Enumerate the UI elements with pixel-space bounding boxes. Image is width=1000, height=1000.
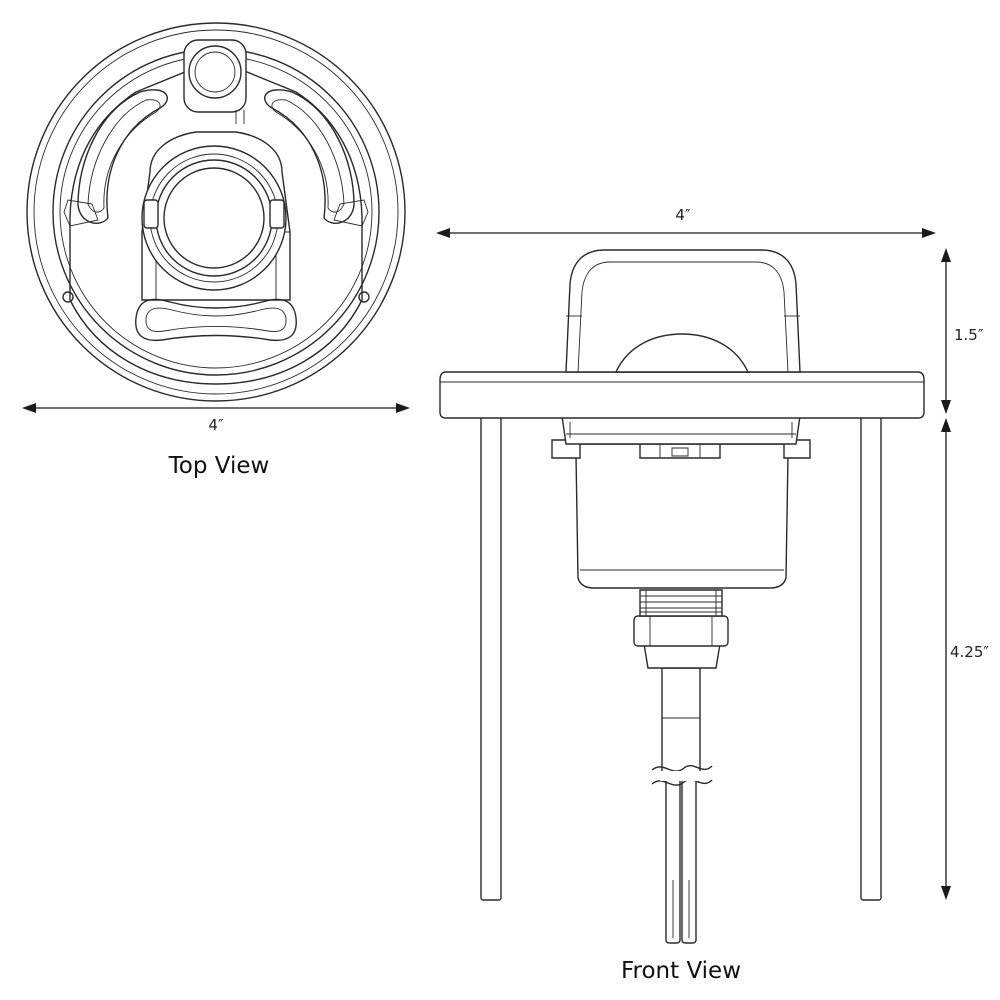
front-view-height-top-label: 1.5″	[954, 326, 984, 344]
top-view-title: Top View	[168, 453, 270, 479]
front-view-height-top-dimension: 1.5″	[941, 248, 984, 414]
top-view	[27, 23, 405, 401]
front-view-wires	[666, 780, 696, 943]
top-view-left-slot	[78, 90, 167, 223]
front-view-cable	[662, 668, 700, 778]
top-view-screw-hole-left	[63, 292, 73, 302]
top-view-width-label: 4″	[208, 416, 224, 434]
front-view	[440, 250, 924, 943]
front-view-gland-nut	[644, 644, 720, 668]
top-view-screw-hole-right	[359, 292, 369, 302]
front-view-title: Front View	[621, 958, 741, 984]
front-view-right-stake	[861, 416, 881, 900]
front-view-width-dimension: 4″	[436, 206, 936, 238]
top-view-lens	[164, 168, 264, 268]
top-view-lens-outer-ring	[142, 146, 286, 290]
front-view-threads	[640, 590, 722, 616]
top-view-outer-rim	[27, 23, 405, 401]
top-view-cable-gland	[184, 40, 246, 112]
top-view-width-dimension: 4″	[22, 403, 410, 434]
front-view-left-stake	[481, 416, 501, 900]
top-view-central-housing	[142, 132, 290, 300]
front-view-height-bottom-dimension: 4.25″	[941, 418, 989, 900]
top-view-right-slot	[265, 90, 354, 223]
front-view-width-label: 4″	[675, 206, 691, 224]
top-view-bottom-slot	[136, 299, 297, 340]
front-view-hood	[566, 250, 800, 372]
front-view-housing	[572, 444, 796, 588]
front-view-flange	[440, 372, 924, 418]
front-view-lens-dome	[616, 334, 748, 372]
front-view-height-bottom-label: 4.25″	[950, 643, 989, 661]
